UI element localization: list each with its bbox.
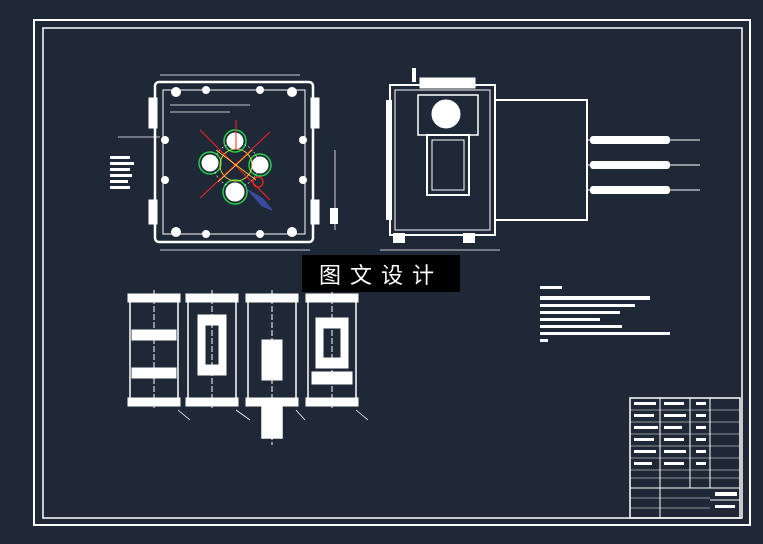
watermark-label: 图文设计 bbox=[302, 255, 460, 292]
section-view-1 bbox=[127, 290, 181, 410]
drawing-border bbox=[33, 19, 751, 526]
section-views bbox=[127, 290, 369, 445]
section-view-2 bbox=[185, 290, 239, 410]
gear-cluster bbox=[198, 129, 273, 211]
section-view-4 bbox=[305, 290, 359, 410]
title-block bbox=[629, 397, 741, 519]
section-view-3 bbox=[245, 290, 299, 445]
side-view bbox=[380, 68, 700, 251]
technical-notes bbox=[540, 286, 670, 342]
plan-view bbox=[110, 74, 338, 251]
